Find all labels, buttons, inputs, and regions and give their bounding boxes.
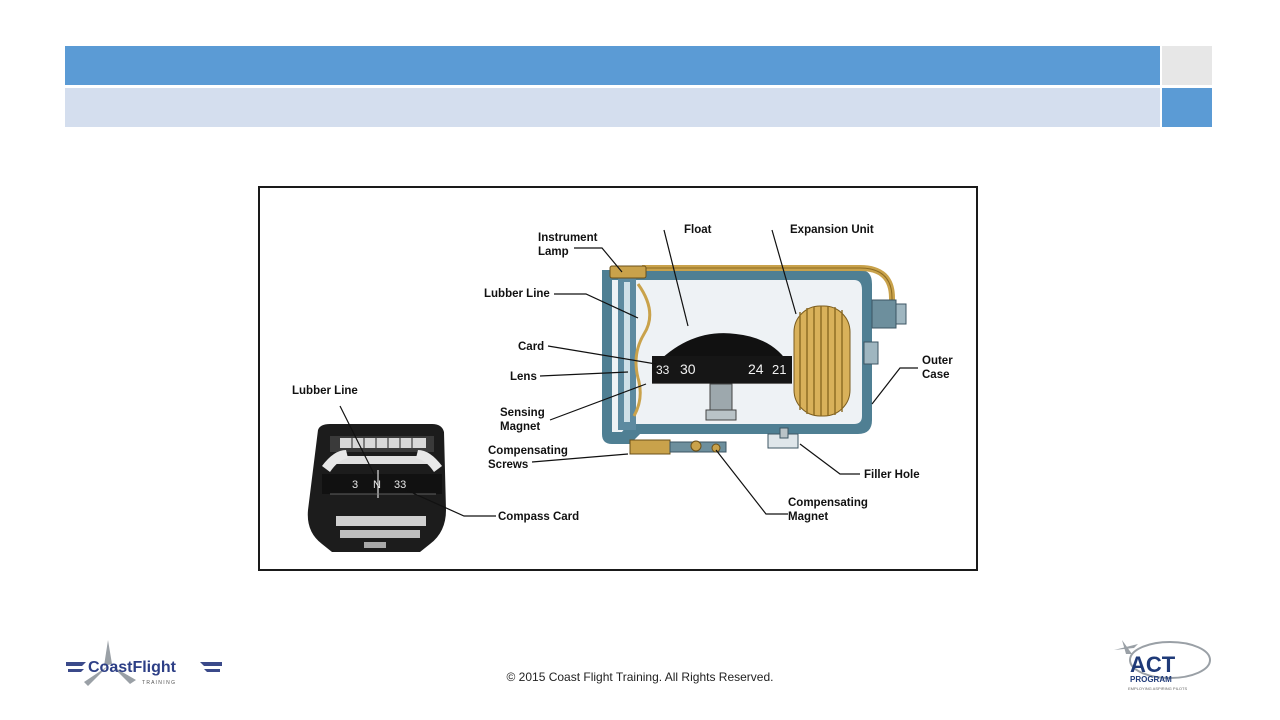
- label-instrument-lamp-1: Instrument: [538, 232, 598, 244]
- face-mark-3: 3: [352, 479, 358, 491]
- label-face-lubber-line: Lubber Line: [292, 385, 358, 397]
- act-program-label: PROGRAM: [1130, 675, 1172, 684]
- face-mark-n: N: [373, 479, 381, 491]
- card-mark-21: 21: [772, 362, 786, 377]
- subtitle-bar-accent: [1162, 88, 1212, 127]
- act-wordmark: ACT: [1130, 652, 1176, 677]
- face-mark-33: 33: [394, 479, 406, 491]
- label-sensing-magnet-2: Magnet: [500, 421, 540, 433]
- compass-face: 3 N 33: [307, 424, 446, 552]
- subtitle-bar: [65, 88, 1160, 127]
- label-compensating-magnet-1: Compensating: [788, 497, 868, 509]
- label-lubber-line: Lubber Line: [484, 288, 550, 300]
- card-mark-33: 33: [656, 363, 670, 377]
- card-mark-24: 24: [748, 361, 764, 377]
- card-mark-30: 30: [680, 361, 696, 377]
- label-outer-case-1: Outer: [922, 355, 953, 367]
- title-bar: [65, 46, 1160, 85]
- label-lens: Lens: [510, 371, 537, 383]
- magnetic-compass-diagram: 3 N 33: [258, 186, 978, 571]
- title-bar-accent: [1162, 46, 1212, 85]
- act-program-logo: ACT PROGRAM EMPLOYING ASPIRING PILOTS: [1108, 634, 1218, 698]
- act-tagline: EMPLOYING ASPIRING PILOTS: [1128, 686, 1187, 691]
- leader-lines: [339, 229, 918, 517]
- label-expansion-unit: Expansion Unit: [790, 224, 874, 236]
- label-instrument-lamp-2: Lamp: [538, 246, 569, 258]
- compass-cutaway: 33 30 24 21: [602, 265, 907, 455]
- label-compensating-magnet-2: Magnet: [788, 511, 828, 523]
- diagram-canvas: 3 N 33: [292, 224, 953, 552]
- label-compensating-screws-2: Screws: [488, 459, 528, 471]
- label-compass-card: Compass Card: [498, 511, 579, 523]
- coast-flight-logo: CoastFlight T R A I N I N G: [64, 636, 234, 692]
- label-sensing-magnet-1: Sensing: [500, 407, 545, 419]
- label-filler-hole: Filler Hole: [864, 469, 920, 481]
- coast-flight-subtitle: T R A I N I N G: [142, 680, 175, 686]
- copyright-notice: © 2015 Coast Flight Training. All Rights…: [506, 670, 774, 684]
- expansion-bellows: [793, 305, 851, 417]
- label-outer-case-2: Case: [922, 369, 950, 381]
- label-float: Float: [684, 224, 712, 236]
- label-card: Card: [518, 341, 544, 353]
- label-compensating-screws-1: Compensating: [488, 445, 568, 457]
- coast-flight-wordmark: CoastFlight: [88, 659, 177, 676]
